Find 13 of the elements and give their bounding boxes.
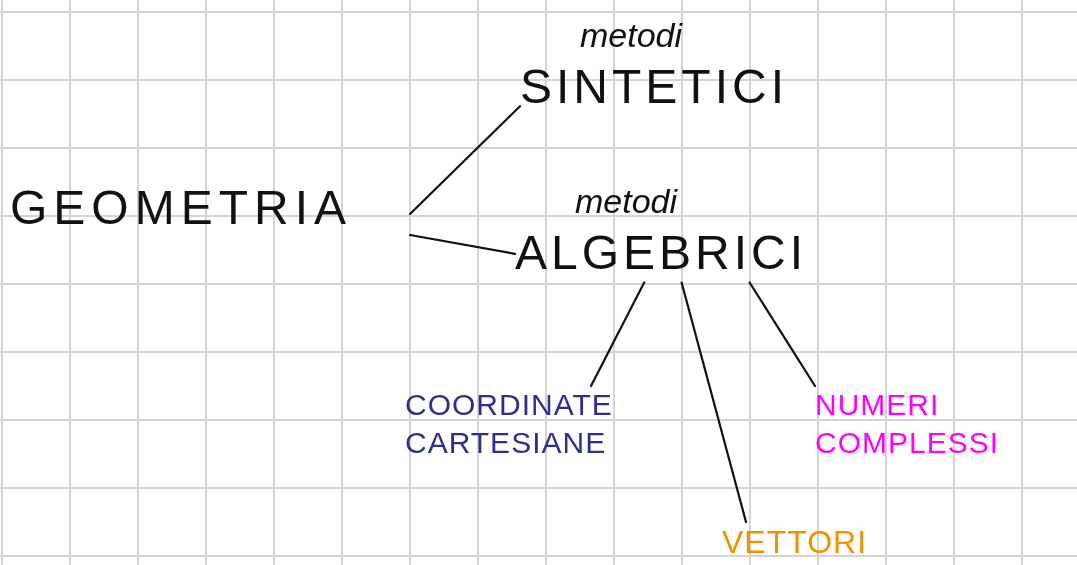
connector-line [408, 105, 522, 216]
connector-line [408, 233, 517, 255]
connector-line [589, 281, 646, 388]
subtitle-text: metodi [579, 15, 684, 56]
label-text: SINTETICI [520, 58, 789, 115]
label-text: ALGEBRICI [515, 224, 809, 281]
connector-line [680, 281, 748, 524]
label-text: NUMERI COMPLESSI [815, 387, 1001, 461]
label-text: GEOMETRIA [10, 180, 354, 236]
label-text: COORDINATE CARTESIANE [405, 387, 614, 461]
label-text: VETTORI [722, 523, 869, 562]
subtitle-text: metodi [574, 181, 679, 222]
connector-line [748, 281, 817, 388]
